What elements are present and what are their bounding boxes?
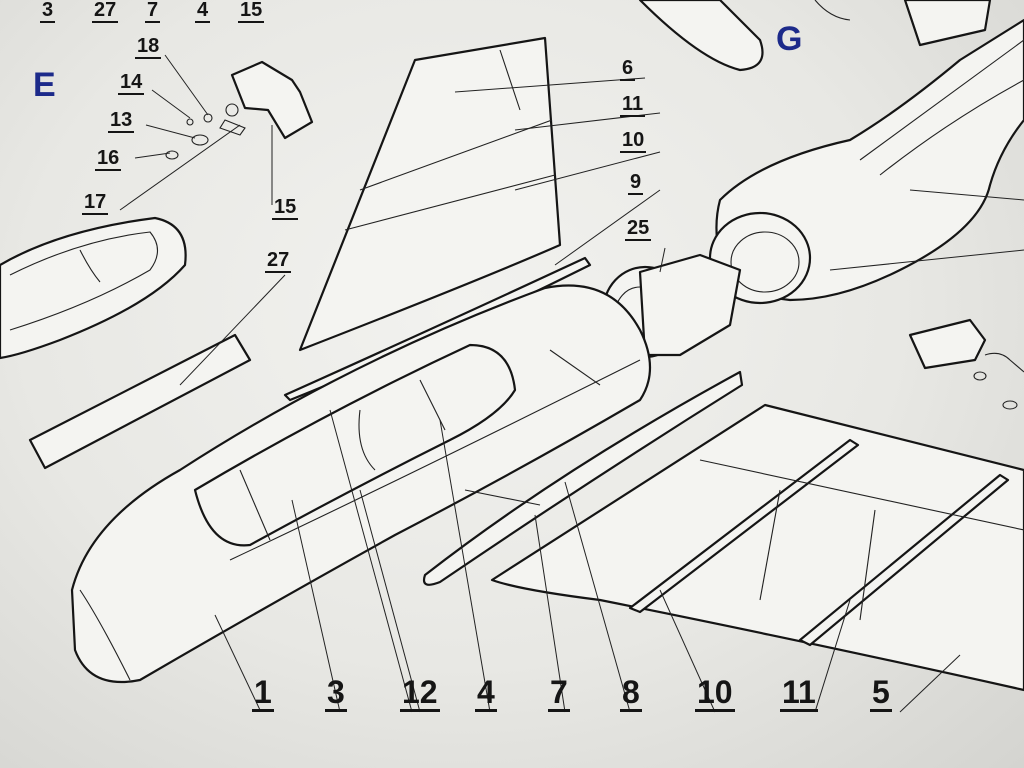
top-label-15: 15 xyxy=(238,0,265,23)
spar-rod xyxy=(464,489,541,506)
servo-arm xyxy=(984,352,1024,373)
leader-13 xyxy=(145,124,196,139)
section-label-e: E xyxy=(33,66,56,104)
part-label-18: 18 xyxy=(135,35,162,59)
bottom-label-8: 8 xyxy=(620,674,642,712)
leader-b3 xyxy=(291,499,341,713)
servo-right xyxy=(908,318,987,370)
fuselage-panel xyxy=(549,349,601,386)
fin-spar xyxy=(499,49,521,111)
part-label-9: 9 xyxy=(628,171,644,195)
leader-16 xyxy=(134,152,171,159)
leader-b10 xyxy=(659,589,716,713)
rear-fin-line-2 xyxy=(879,79,1024,176)
wing-rib-11 xyxy=(798,473,1010,647)
wing-line-3 xyxy=(859,509,876,621)
pin-18 xyxy=(203,113,213,123)
servo-horn xyxy=(225,103,239,117)
cockpit-frame-2 xyxy=(358,409,376,471)
canopy-frame xyxy=(9,231,159,331)
bottom-label-12: 12 xyxy=(400,674,440,712)
pin-14 xyxy=(186,118,194,126)
link-17 xyxy=(219,119,246,136)
leader-b11 xyxy=(814,599,851,713)
top-label-27: 27 xyxy=(92,0,119,23)
leader-rear-2 xyxy=(829,249,1024,271)
bottom-label-5: 5 xyxy=(870,674,892,712)
fin-rib-2 xyxy=(344,174,556,231)
leader-25 xyxy=(659,247,666,273)
section-label-g: G xyxy=(776,20,803,58)
fin-rib-1 xyxy=(359,119,553,191)
leader-10 xyxy=(514,151,661,191)
part-label-25: 25 xyxy=(625,217,652,241)
servo-washer-2 xyxy=(1002,400,1018,410)
tail-part-top xyxy=(638,0,764,72)
leader-18 xyxy=(164,54,209,116)
canopy-window xyxy=(79,249,101,283)
wing-root-fairing xyxy=(422,370,744,586)
top-label-3: 3 xyxy=(40,0,56,23)
part-label-11: 11 xyxy=(620,93,646,117)
part-label-6: 6 xyxy=(620,57,636,81)
leader-b1 xyxy=(214,614,261,711)
leader-b5 xyxy=(899,654,961,713)
leader-27 xyxy=(179,274,286,386)
canopy xyxy=(0,216,187,360)
bottom-label-10: 10 xyxy=(695,674,735,712)
strip-27 xyxy=(28,333,252,470)
leader-14 xyxy=(151,89,191,119)
bottom-label-7: 7 xyxy=(548,674,570,712)
leader-b8 xyxy=(564,481,631,713)
servo-top-left xyxy=(230,60,314,140)
bottom-label-4: 4 xyxy=(475,674,497,712)
part-label-27: 27 xyxy=(265,249,292,273)
fuselage-line xyxy=(229,359,641,561)
cockpit-opening xyxy=(193,343,517,547)
bottom-label-11: 11 xyxy=(780,674,818,712)
bushing-13 xyxy=(191,134,209,146)
part-label-14: 14 xyxy=(118,71,145,95)
leader-b12b xyxy=(359,489,421,713)
wing-line-2 xyxy=(759,489,781,601)
top-label-7: 7 xyxy=(145,0,161,23)
fuselage-nose-ring xyxy=(79,589,131,681)
part-label-17: 17 xyxy=(82,191,109,215)
part-label-16: 16 xyxy=(95,147,122,171)
leader-b7 xyxy=(534,514,566,713)
part-label-10: 10 xyxy=(620,129,647,153)
top-label-4: 4 xyxy=(195,0,211,23)
wing-rib-10 xyxy=(628,438,860,614)
control-block-top xyxy=(903,0,992,47)
leader-b12a xyxy=(329,409,413,713)
cockpit-frame-1 xyxy=(239,469,271,541)
main-wing xyxy=(490,403,1024,692)
rear-fin-line xyxy=(859,39,1024,161)
wing-line-1 xyxy=(699,459,1024,531)
washer-16 xyxy=(165,150,179,160)
part-label-15: 15 xyxy=(272,196,299,220)
leader-rear-1 xyxy=(909,189,1024,201)
leader-9 xyxy=(554,189,661,266)
servo-washer-1 xyxy=(973,371,987,381)
leader-17 xyxy=(119,124,241,211)
cockpit-frame-3 xyxy=(419,379,446,431)
leader-6 xyxy=(454,77,646,93)
bottom-label-3: 3 xyxy=(325,674,347,712)
part-label-13: 13 xyxy=(108,109,135,133)
leader-b4 xyxy=(439,419,491,713)
fan-housing xyxy=(638,253,742,357)
bottom-label-1: 1 xyxy=(252,674,274,712)
tail-part-edge xyxy=(814,0,851,21)
tail-cone-inner xyxy=(730,231,800,293)
vertical-fin xyxy=(298,36,562,352)
